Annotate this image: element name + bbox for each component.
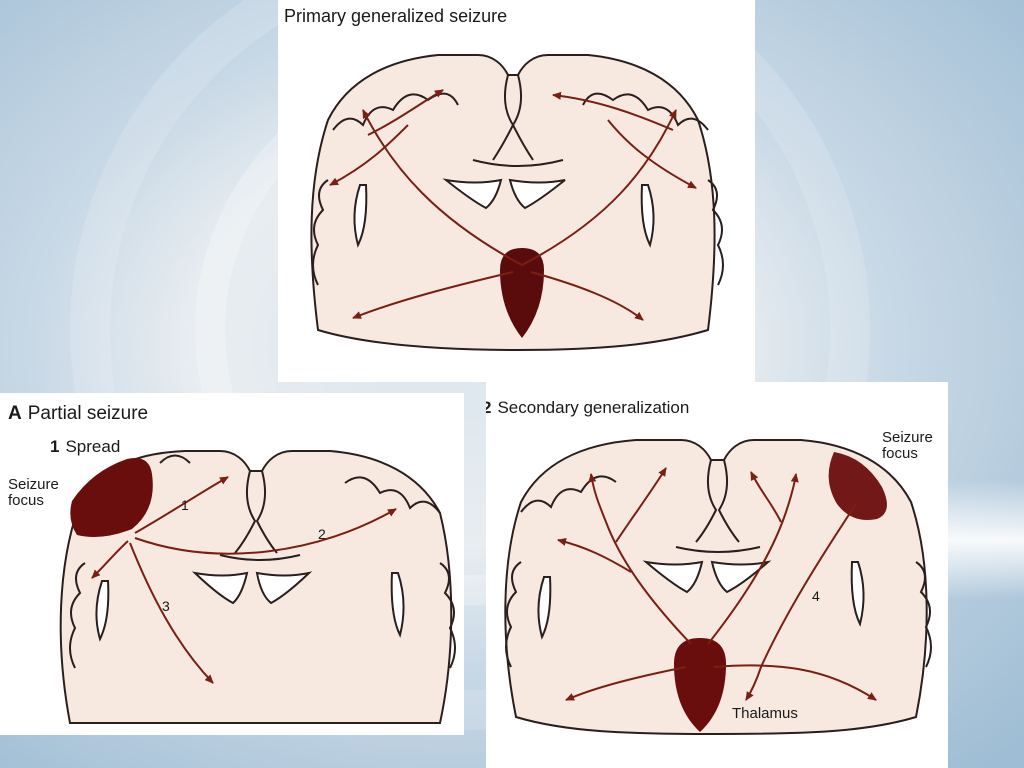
ventricle-left: [191, 571, 249, 605]
arrow-path-2: [134, 508, 397, 555]
primary-generalized-panel: Primary generalized seizure: [278, 0, 755, 382]
arrow-up-right: [521, 109, 677, 266]
secondary-brain-diagram: [504, 439, 932, 736]
arrow-up-left-a: [588, 473, 692, 645]
path-number-4: 4: [812, 588, 820, 604]
ventricle-left: [442, 178, 503, 210]
arrow-left-lower: [329, 124, 409, 186]
path-number-1: 1: [181, 497, 189, 513]
lateral-ventricle-right: [390, 572, 405, 638]
seizure-focus-lesion: [70, 458, 153, 537]
ventricle-right: [508, 178, 566, 210]
corpus-callosum: [472, 159, 564, 167]
lateral-ventricle-right: [640, 184, 655, 248]
midline-fissure: [492, 74, 534, 161]
arrow-branch-right: [750, 471, 782, 523]
midline-fissure: [234, 470, 278, 554]
spread-arrows: [91, 476, 397, 684]
seizure-focus-lesion: [828, 452, 887, 520]
thalamus-lesion: [500, 248, 544, 338]
partial-seizure-focus-label: Seizure focus: [8, 476, 59, 509]
cortex-folds: [505, 475, 932, 668]
partial-subtitle-text: Spread: [65, 437, 121, 456]
arrow-right-lower: [607, 119, 697, 189]
thalamus-lesion: [674, 638, 726, 732]
arrow-path-3: [129, 542, 214, 684]
partial-title-letter: A: [8, 403, 22, 424]
arrow-left-side: [557, 538, 632, 573]
partial-title-text: Partial seizure: [27, 403, 149, 424]
corpus-callosum: [675, 546, 761, 553]
cortex-folds: [69, 454, 456, 669]
primary-title: Primary generalized seizure: [284, 6, 508, 26]
secondary-title: 2 Secondary generalization: [486, 398, 689, 418]
arrow-up-right-a: [707, 473, 799, 645]
ventricle-right: [255, 571, 313, 605]
lateral-ventricle-left: [95, 580, 110, 642]
arrow-bottom-left: [352, 271, 514, 319]
corpus-callosum: [219, 554, 301, 561]
lateral-ventricle-left: [353, 184, 368, 248]
partial-subtitle: 1 Spread: [50, 437, 120, 457]
cortex-folds: [312, 92, 724, 286]
partial-subtitle-number: 1: [50, 437, 60, 456]
path-number-2: 2: [318, 526, 326, 542]
secondary-seizure-focus-label: Seizure focus: [882, 429, 933, 462]
secondary-title-text: Secondary generalization: [497, 398, 690, 417]
midline-fissure: [695, 459, 740, 543]
arrow-branch-left: [615, 467, 667, 543]
arrow-path-1: [134, 476, 229, 534]
ventricle-right: [710, 560, 772, 594]
arrow-path-local: [91, 540, 129, 579]
generalization-arrows: [557, 467, 877, 701]
ventricle-left: [642, 560, 704, 594]
arrow-bottom-right: [713, 664, 877, 701]
arrow-path-4: [745, 503, 857, 701]
brain-outline: [310, 54, 716, 352]
primary-brain-diagram: [310, 54, 724, 352]
arrow-bottom-right: [530, 271, 644, 321]
lateral-ventricle-left: [537, 576, 552, 640]
arrow-left-upper: [367, 89, 444, 136]
projection-arrows: [329, 89, 697, 321]
lateral-ventricle-right: [850, 561, 865, 627]
secondary-title-number: 2: [486, 398, 492, 417]
thalamus-label: Thalamus: [732, 705, 798, 722]
brain-outline: [504, 439, 928, 736]
path-number-3: 3: [162, 598, 170, 614]
arrow-right-upper: [552, 91, 674, 131]
arrow-bottom-left: [565, 666, 687, 701]
partial-brain-diagram: [59, 450, 456, 724]
